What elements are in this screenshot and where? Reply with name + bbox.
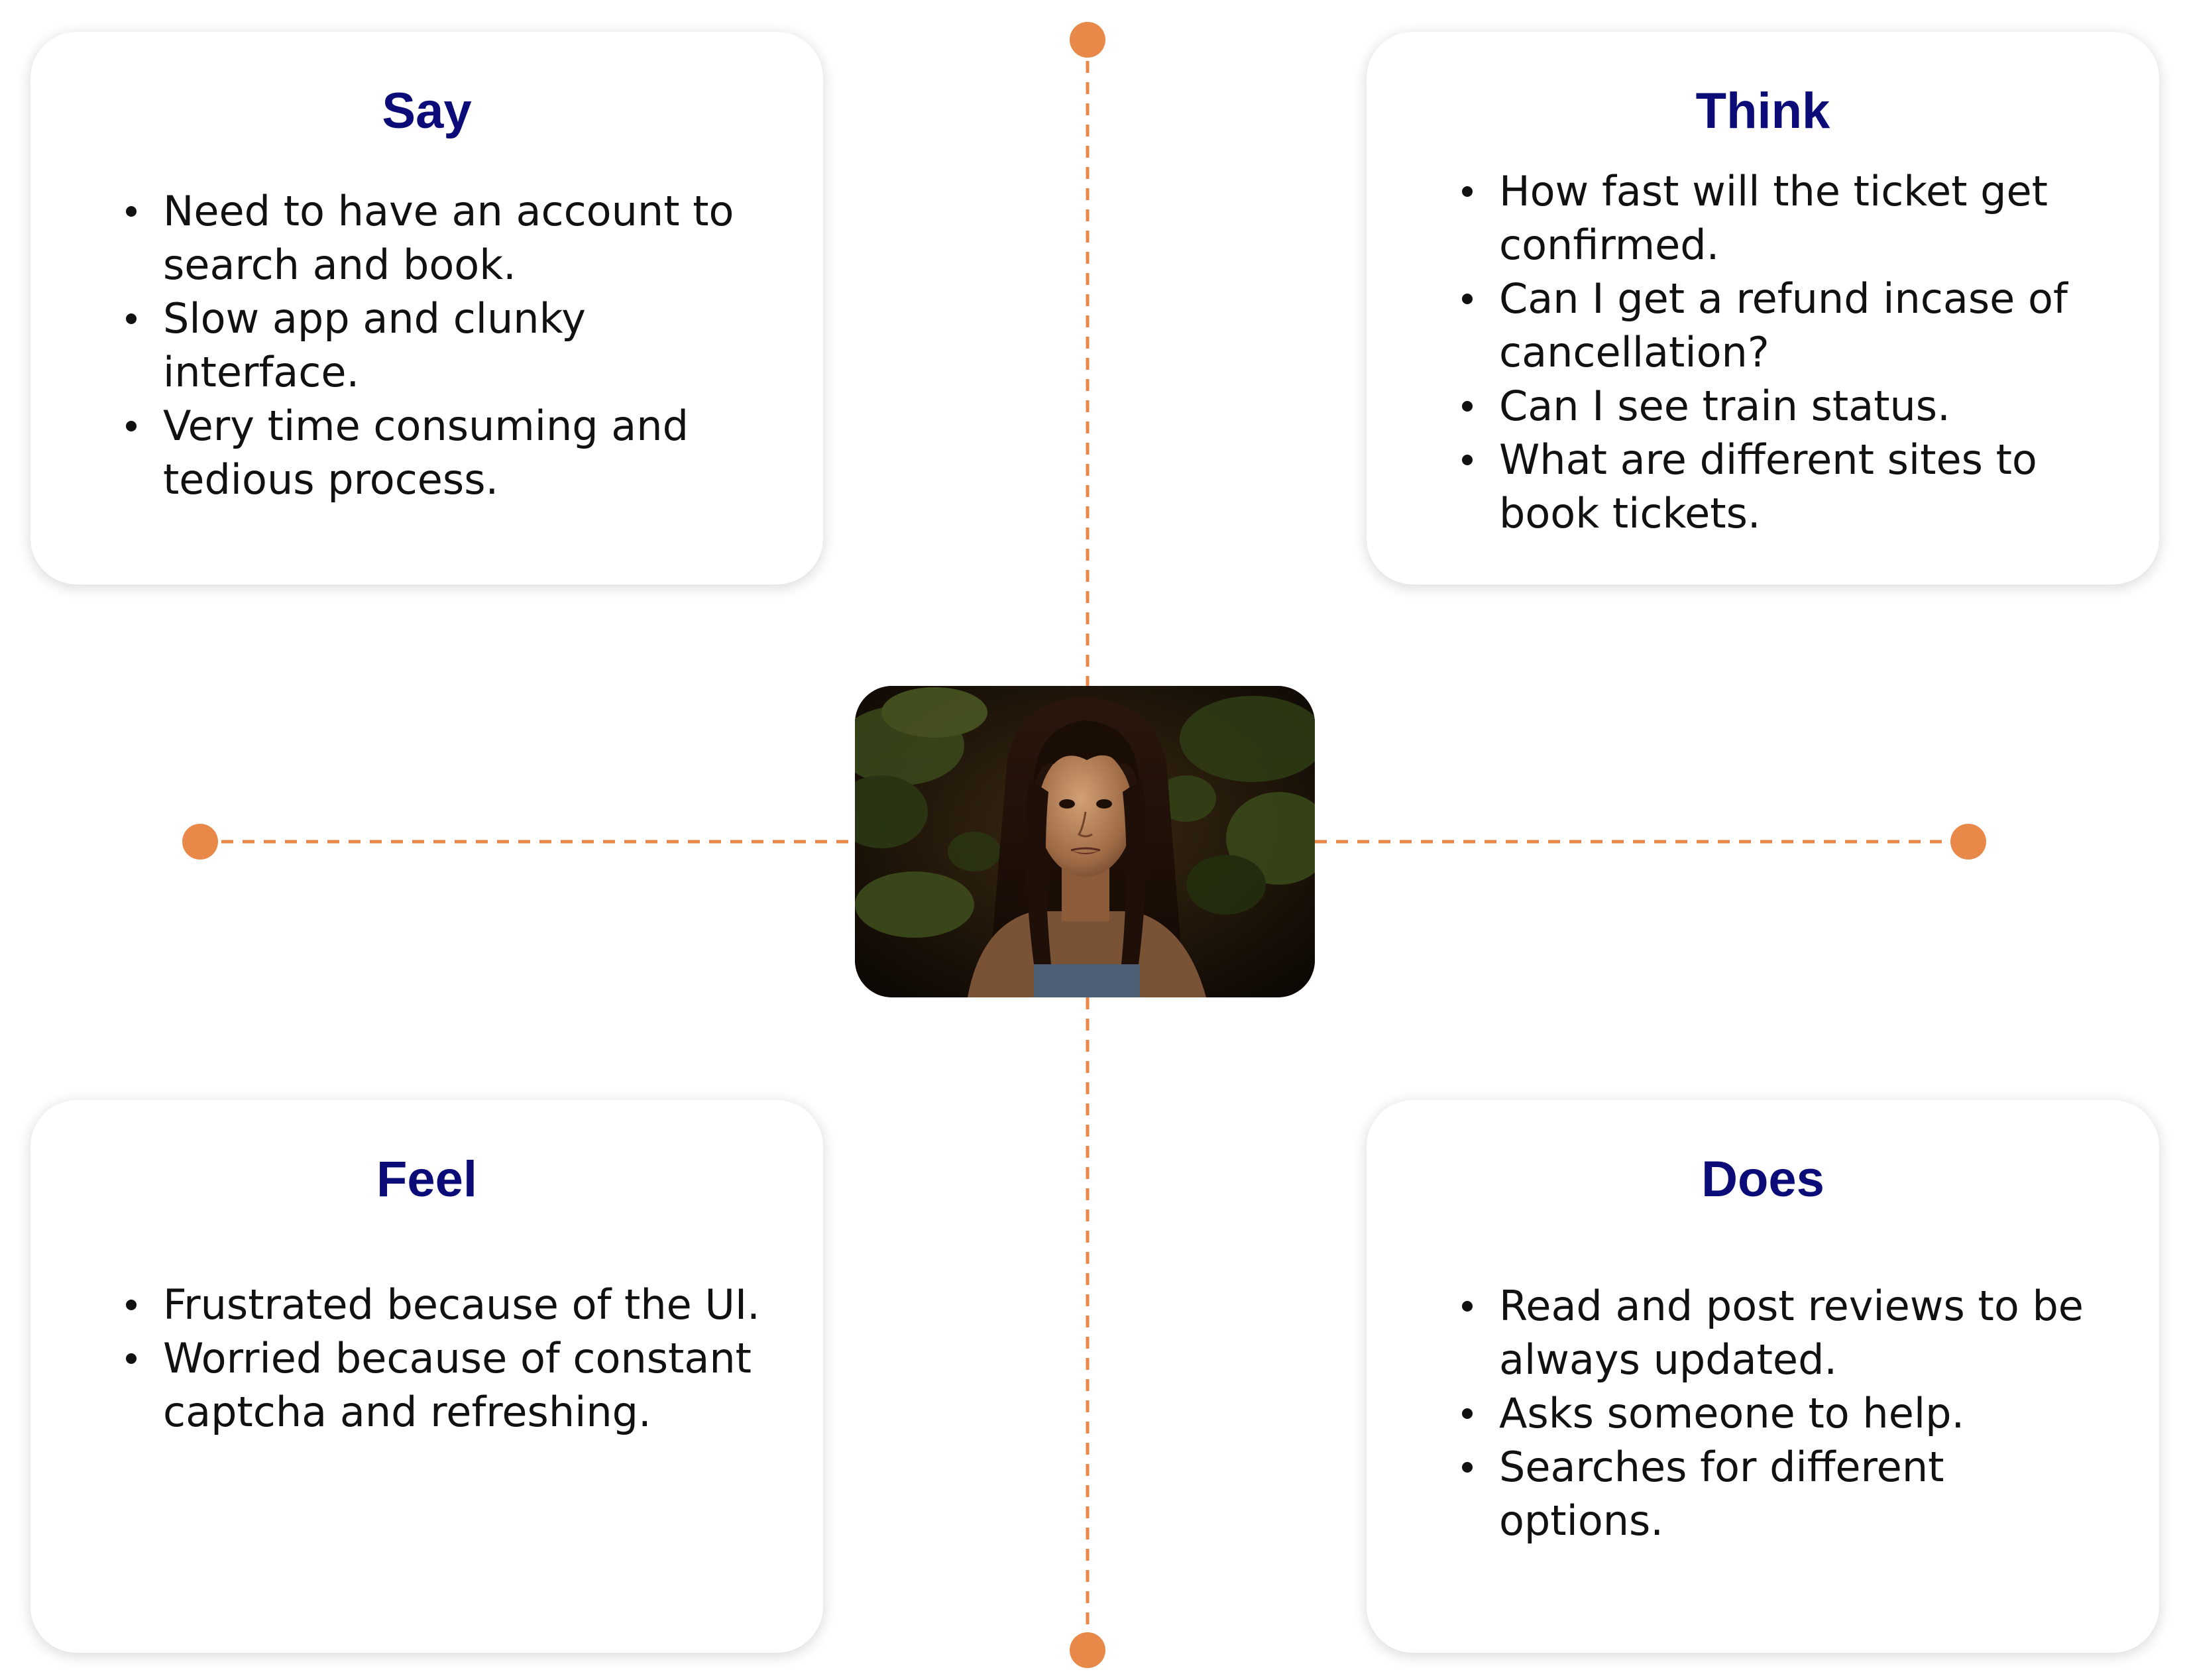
list-item-text: Frustrated because of the UI.: [163, 1280, 760, 1329]
bullet-icon: [1462, 401, 1473, 412]
axis-endpoint-bottom: [1070, 1632, 1105, 1668]
bullet-icon: [1462, 1408, 1473, 1419]
does-title: Does: [1701, 1151, 1824, 1207]
say-list: Need to have an account to search and bo…: [126, 184, 783, 506]
does-card: Does Read and post reviews to be always …: [1367, 1100, 2159, 1653]
list-item: Can I see train status.: [1462, 379, 2119, 433]
persona-portrait: [855, 686, 1315, 997]
list-item: Read and post reviews to be always updat…: [1462, 1279, 2119, 1386]
say-title: Say: [382, 83, 472, 139]
bullet-icon: [126, 206, 137, 217]
think-card: Think How fast will the ticket get confi…: [1367, 32, 2159, 585]
list-item-text: Asks someone to help.: [1499, 1389, 1965, 1437]
list-item-text: Can I get a refund incase of cancellatio…: [1499, 274, 2068, 376]
think-list: How fast will the ticket get confirmed. …: [1462, 164, 2119, 540]
bullet-icon: [1462, 1462, 1473, 1473]
feel-list: Frustrated because of the UI. Worried be…: [126, 1278, 783, 1439]
list-item-text: Slow app and clunky interface.: [163, 294, 586, 396]
list-item: Can I get a refund incase of cancellatio…: [1462, 272, 2119, 379]
list-item-text: Searches for different options.: [1499, 1443, 1944, 1545]
bullet-icon: [1462, 1301, 1473, 1312]
list-item: Frustrated because of the UI.: [126, 1278, 783, 1331]
list-item-text: Very time consuming and tedious process.: [163, 402, 689, 504]
feel-title: Feel: [376, 1151, 478, 1207]
say-card: Say Need to have an account to search an…: [30, 32, 823, 585]
bullet-icon: [126, 1300, 137, 1310]
axis-endpoint-top: [1070, 22, 1105, 58]
list-item: Searches for different options.: [1462, 1440, 2119, 1547]
list-item: Slow app and clunky interface.: [126, 292, 783, 399]
list-item: Worried because of constant captcha and …: [126, 1331, 783, 1439]
does-list: Read and post reviews to be always updat…: [1462, 1279, 2119, 1547]
axis-endpoint-right: [1950, 824, 1986, 860]
list-item-text: What are different sites to book tickets…: [1499, 435, 2037, 537]
list-item-text: How fast will the ticket get confirmed.: [1499, 167, 2048, 269]
list-item-text: Can I see train status.: [1499, 382, 1950, 430]
think-title: Think: [1695, 83, 1830, 139]
feel-card: Feel Frustrated because of the UI. Worri…: [30, 1100, 823, 1653]
list-item: Need to have an account to search and bo…: [126, 184, 783, 292]
list-item-text: Worried because of constant captcha and …: [163, 1334, 752, 1436]
list-item-text: Read and post reviews to be always updat…: [1499, 1282, 2084, 1384]
list-item-text: Need to have an account to search and bo…: [163, 187, 734, 289]
bullet-icon: [126, 421, 137, 431]
list-item: What are different sites to book tickets…: [1462, 433, 2119, 540]
axis-endpoint-left: [182, 824, 218, 860]
list-item: How fast will the ticket get confirmed.: [1462, 164, 2119, 272]
bullet-icon: [1462, 294, 1473, 304]
bullet-icon: [126, 1353, 137, 1364]
portrait-image: [855, 686, 1315, 997]
bullet-icon: [1462, 186, 1473, 197]
list-item: Very time consuming and tedious process.: [126, 399, 783, 506]
list-item: Asks someone to help.: [1462, 1386, 2119, 1440]
bullet-icon: [1462, 455, 1473, 465]
bullet-icon: [126, 313, 137, 324]
